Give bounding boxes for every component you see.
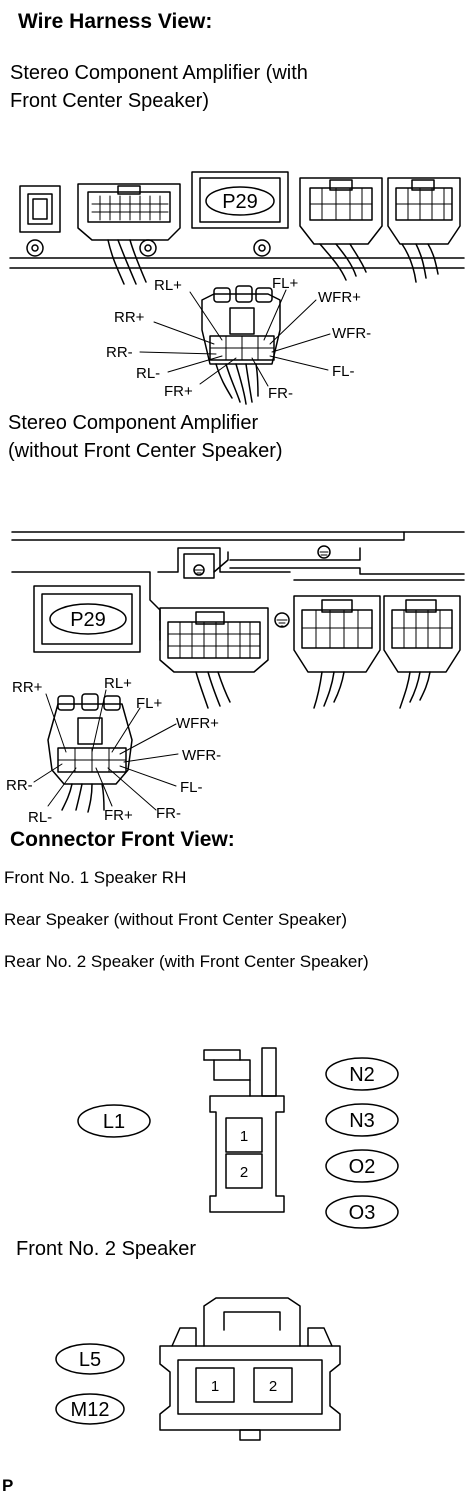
connector-id-top-amp: P29: [222, 191, 258, 213]
pin-label-fr-minus: FR-: [268, 385, 293, 402]
pin-label-fr-plus: FR+: [164, 383, 193, 400]
pin-label-fl-plus: FL+: [136, 695, 163, 712]
connector-id-oval: [55, 1343, 125, 1375]
bottom-amplifier: [11, 531, 465, 813]
front-no1-speaker-rh-label: Front No. 1 Speaker RH: [4, 868, 187, 887]
amp-without-center-title-line2: (without Front Center Speaker): [8, 440, 283, 462]
pin-label-rl-minus: RL-: [28, 809, 52, 826]
pin-label-rr-plus: RR+: [114, 309, 145, 326]
pin-label-rl-minus: RL-: [136, 365, 160, 382]
amp-with-center-title-line1: Stereo Component Amplifier (with: [10, 62, 308, 84]
connector-id-oval: [325, 1103, 399, 1137]
connector-id-l1: L1: [103, 1111, 125, 1133]
pin-label-fr-minus: FR-: [156, 805, 181, 822]
speaker-connector-2pin-vertical: [203, 1047, 285, 1213]
front-no2-speaker-label: Front No. 2 Speaker: [16, 1238, 197, 1260]
connector-front-view-title: Connector Front View:: [10, 828, 235, 851]
screw-icon: [253, 239, 271, 257]
connector-id-oval: [77, 1104, 151, 1138]
connector-id-oval: [325, 1057, 399, 1091]
connector-id-o2: O2: [349, 1156, 376, 1178]
connector-id-n3: N3: [349, 1110, 375, 1132]
ground-icon: [274, 612, 290, 628]
pin-number: 1: [211, 1378, 219, 1395]
pin-number: 1: [240, 1128, 248, 1145]
pin-label-rl-plus: RL+: [104, 675, 132, 692]
pin-number: 2: [269, 1378, 277, 1395]
connector-id-l5: L5: [79, 1349, 101, 1371]
screw-icon: [26, 239, 44, 257]
pin-label-wfr-minus: WFR-: [182, 747, 221, 764]
rear-no2-speaker-label: Rear No. 2 Speaker (with Front Center Sp…: [4, 952, 369, 971]
pin-label-wfr-minus: WFR-: [332, 325, 371, 342]
footer-mark: P: [2, 1476, 14, 1495]
connector-id-oval: [325, 1149, 399, 1183]
top-amplifier: [9, 171, 465, 405]
pin-label-fl-plus: FL+: [272, 275, 299, 292]
connector-id-m12: M12: [71, 1399, 110, 1421]
connector-id-o3: O3: [349, 1202, 376, 1224]
pin-number: 2: [240, 1164, 248, 1181]
amp-without-center-title-line1: Stereo Component Amplifier: [8, 412, 259, 434]
connector-id-n2: N2: [349, 1064, 375, 1086]
amp-with-center-title-line2: Front Center Speaker): [10, 90, 209, 112]
rear-speaker-label: Rear Speaker (without Front Center Speak…: [4, 910, 347, 929]
ground-icon: [193, 564, 205, 576]
pin-label-wfr-plus: WFR+: [318, 289, 361, 306]
wire-harness-view-title: Wire Harness View:: [18, 10, 213, 33]
connector-id-oval: [55, 1393, 125, 1425]
speaker-connector-2pin-horizontal: [159, 1297, 341, 1441]
pin-label-rr-minus: RR-: [6, 777, 33, 794]
pin-label-fl-minus: FL-: [180, 779, 203, 796]
ground-icon: [317, 545, 331, 559]
pin-label-wfr-plus: WFR+: [176, 715, 219, 732]
pin-label-fr-plus: FR+: [104, 807, 133, 824]
pin-label-rr-minus: RR-: [106, 344, 133, 361]
connector-id-bottom-amp: P29: [70, 609, 106, 631]
pin-label-rl-plus: RL+: [154, 277, 182, 294]
screw-icon: [139, 239, 157, 257]
connector-id-oval: [325, 1195, 399, 1229]
pin-label-rr-plus: RR+: [12, 679, 43, 696]
connector-id-oval: [205, 186, 275, 216]
pin-label-fl-minus: FL-: [332, 363, 355, 380]
connector-id-oval: [49, 603, 127, 635]
